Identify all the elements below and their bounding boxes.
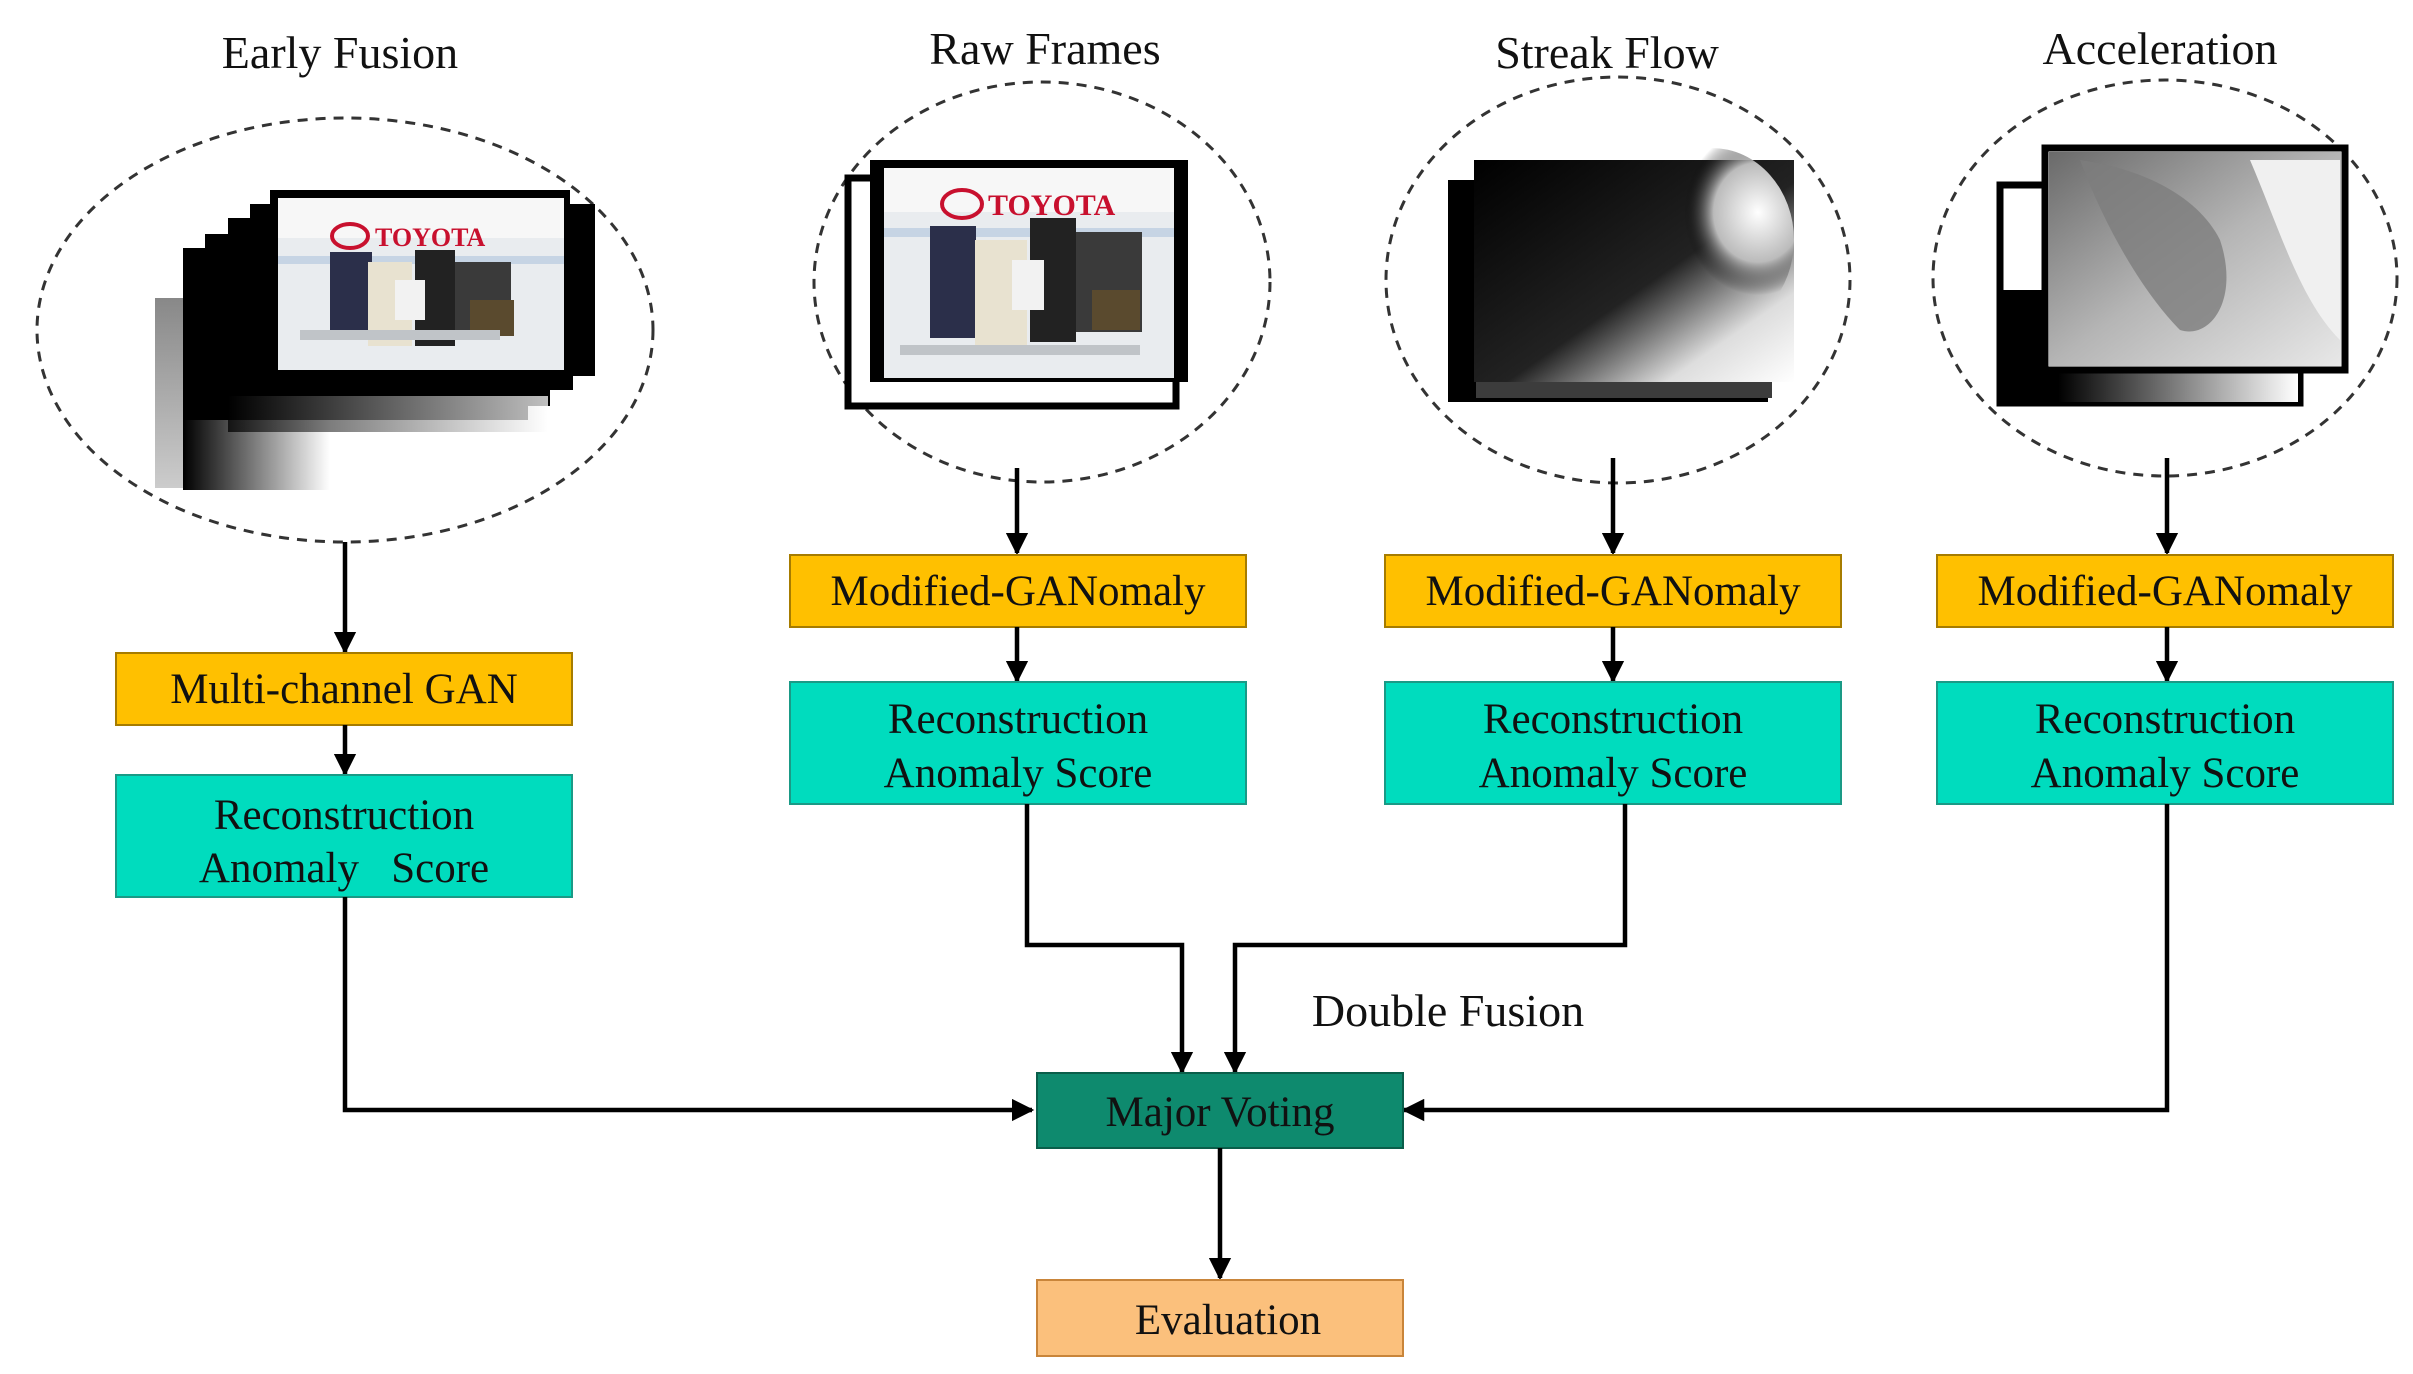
title-early-fusion: Early Fusion bbox=[222, 27, 458, 78]
model-label-acceleration: Modified-GANomaly bbox=[1978, 568, 2353, 615]
score-line1-early-fusion: Reconstruction bbox=[214, 792, 474, 839]
score-line2-raw-frames: Anomaly Score bbox=[884, 750, 1153, 797]
model-box-acceleration: Modified-GANomaly bbox=[1936, 554, 2394, 628]
acceleration-oval bbox=[1931, 78, 2399, 478]
score-line2-streak-flow: Anomaly Score bbox=[1479, 750, 1748, 797]
score-box-early-fusion: Reconstruction Anomaly Score bbox=[115, 774, 573, 898]
score-box-raw-frames: Reconstruction Anomaly Score bbox=[789, 681, 1247, 805]
frame-logo-text: TOYOTA bbox=[988, 189, 1116, 222]
hockey-frame-photo: TOYOTA bbox=[270, 190, 570, 375]
title-acceleration: Acceleration bbox=[2043, 23, 2278, 74]
model-label-streak-flow: Modified-GANomaly bbox=[1426, 568, 1801, 615]
arrow-raw-score-to-voting bbox=[1024, 804, 1194, 1075]
arrow-streak-score-to-voting bbox=[1223, 804, 1628, 1075]
score-line1-raw-frames: Reconstruction bbox=[888, 696, 1148, 743]
streak-flow-frame-stack bbox=[1448, 148, 1794, 402]
acceleration-frame-stack bbox=[1996, 144, 2349, 407]
model-box-raw-frames: Modified-GANomaly bbox=[789, 554, 1247, 628]
major-voting-box: Major Voting bbox=[1036, 1072, 1404, 1149]
score-line2-acceleration: Anomaly Score bbox=[2031, 750, 2300, 797]
model-label-raw-frames: Modified-GANomaly bbox=[831, 568, 1206, 615]
model-box-early-fusion: Multi-channel GAN bbox=[115, 652, 573, 726]
score-line1-streak-flow: Reconstruction bbox=[1483, 696, 1743, 743]
early-fusion-frame-stack: TOYOTA bbox=[155, 190, 595, 490]
double-fusion-label: Double Fusion bbox=[1312, 985, 1584, 1036]
score-line1-acceleration: Reconstruction bbox=[2035, 696, 2295, 743]
arrow-early-score-to-voting bbox=[342, 897, 1035, 1122]
title-streak-flow: Streak Flow bbox=[1495, 27, 1719, 78]
model-box-streak-flow: Modified-GANomaly bbox=[1384, 554, 1842, 628]
title-raw-frames: Raw Frames bbox=[929, 23, 1160, 74]
score-line2-early-fusion: Anomaly Score bbox=[199, 845, 489, 892]
model-label-early-fusion: Multi-channel GAN bbox=[170, 666, 518, 713]
hockey-frame-photo: TOYOTA bbox=[884, 168, 1174, 378]
streak-flow-oval bbox=[1384, 75, 1852, 485]
score-box-acceleration: Reconstruction Anomaly Score bbox=[1936, 681, 2394, 805]
major-voting-label: Major Voting bbox=[1106, 1089, 1335, 1136]
evaluation-label: Evaluation bbox=[1135, 1297, 1321, 1344]
early-fusion-oval bbox=[35, 116, 655, 544]
frame-logo-text: TOYOTA bbox=[375, 223, 486, 252]
evaluation-box: Evaluation bbox=[1036, 1279, 1404, 1357]
raw-frames-oval bbox=[812, 80, 1272, 484]
score-box-streak-flow: Reconstruction Anomaly Score bbox=[1384, 681, 1842, 805]
arrow-accel-score-to-voting bbox=[1401, 804, 2170, 1122]
raw-frames-frame-stack: TOYOTA bbox=[844, 160, 1188, 410]
